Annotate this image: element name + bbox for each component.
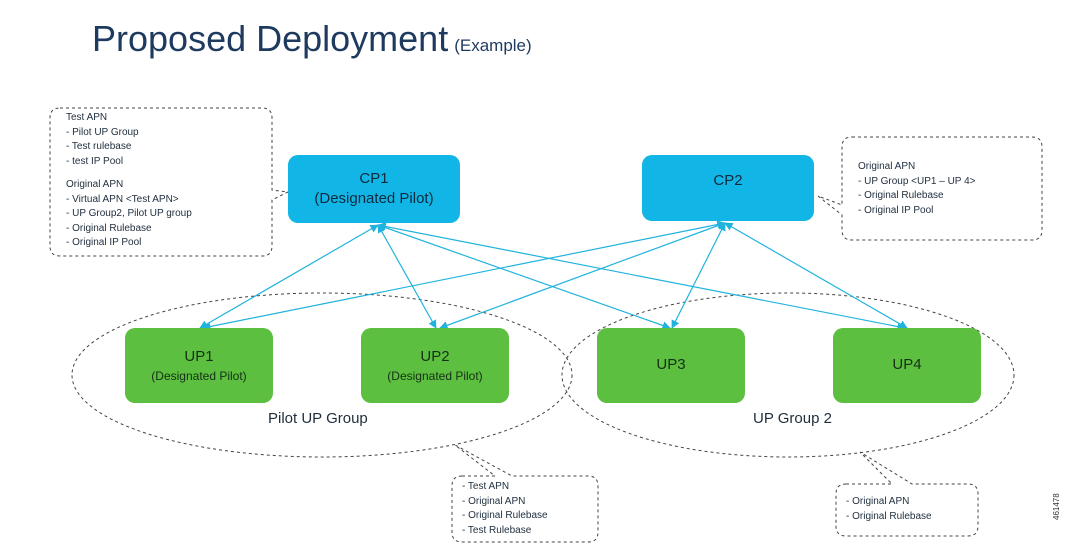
cp2-node: CP2 xyxy=(642,155,814,221)
pilot-group-ellipse xyxy=(71,292,573,458)
up1-name: UP1 xyxy=(184,348,214,366)
up2-node: UP2 (Designated Pilot) xyxy=(361,328,509,403)
note-line: - Virtual APN <Test APN> xyxy=(66,193,179,205)
note-line: - test IP Pool xyxy=(66,155,124,167)
cp2-name: CP2 xyxy=(713,172,743,189)
cp1-name: CP1 xyxy=(359,169,389,187)
up2-role: (Designated Pilot) xyxy=(387,368,483,383)
note-line: - UP Group <UP1 – UP 4> xyxy=(858,175,976,187)
note-line: - Test APN xyxy=(462,481,510,492)
diagram-title: Proposed Deployment (Example) xyxy=(92,18,532,60)
note-line: Original APN xyxy=(66,179,124,190)
link-cp2-up1 xyxy=(202,220,726,331)
note-line: - UP Group2, Pilot UP group xyxy=(66,208,192,219)
cp1-role: (Designated Pilot) xyxy=(314,190,434,207)
note-line: - Original APN xyxy=(462,495,526,507)
cp1-note: Test APN - Pilot UP Group - Test rulebas… xyxy=(66,111,192,251)
note-gap xyxy=(66,169,192,178)
link-cp1-up3 xyxy=(377,223,671,330)
up2-name: UP2 xyxy=(420,348,450,366)
title-main: Proposed Deployment xyxy=(92,18,449,59)
up3-node: UP3 xyxy=(597,328,745,403)
up1-role: (Designated Pilot) xyxy=(151,368,247,383)
note-line: - Original Rulebase xyxy=(66,222,152,234)
pilot-group-note: - Test APN - Original APN - Original Rul… xyxy=(462,480,548,538)
cp2-note: Original APN - UP Group <UP1 – UP 4> - O… xyxy=(858,160,975,218)
link-cp2-up4 xyxy=(724,222,908,329)
up4-name: UP4 xyxy=(892,356,922,374)
note-line: - Original IP Pool xyxy=(66,237,142,248)
group2-ellipse xyxy=(561,292,1015,458)
up4-node: UP4 xyxy=(833,328,981,403)
note-line: - Original Rulebase xyxy=(846,510,932,522)
up3-name: UP3 xyxy=(656,356,686,374)
group2-note-callout xyxy=(835,451,979,537)
document-id: 461478 xyxy=(1052,493,1061,520)
note-line: Test APN xyxy=(66,112,108,123)
note-line: - Pilot UP Group xyxy=(66,126,139,138)
note-line: - Original APN xyxy=(846,496,910,507)
note-line: - Original IP Pool xyxy=(858,204,934,216)
cp1-node: CP1 (Designated Pilot) xyxy=(288,155,460,223)
group2-note: - Original APN - Original Rulebase xyxy=(846,495,932,524)
pilot-group-label: Pilot UP Group xyxy=(268,410,368,427)
link-cp1-up1 xyxy=(199,224,379,329)
link-cp2-up2 xyxy=(439,221,726,330)
note-line: - Test Rulebase xyxy=(462,524,532,536)
title-sub: (Example) xyxy=(454,36,532,55)
link-cp2-up3 xyxy=(671,222,726,329)
note-line: - Test rulebase xyxy=(66,141,132,152)
note-line: - Original Rulebase xyxy=(462,510,548,521)
up1-node: UP1 (Designated Pilot) xyxy=(125,328,273,403)
group2-label: UP Group 2 xyxy=(753,410,832,427)
link-cp1-up2 xyxy=(377,224,437,329)
note-line: Original APN xyxy=(858,161,916,172)
note-line: - Original Rulebase xyxy=(858,190,944,201)
pilot-note-callout xyxy=(451,444,599,543)
